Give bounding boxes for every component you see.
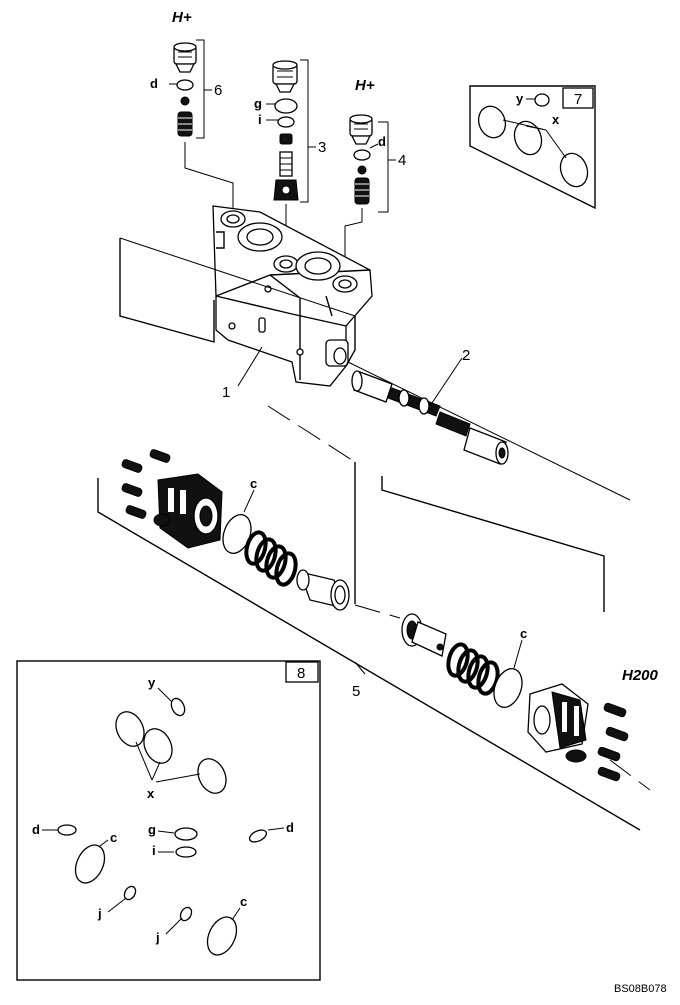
- part-label-j-8-left: j: [97, 906, 102, 921]
- valve-body: 1: [119, 205, 373, 401]
- spool: 2: [347, 347, 631, 501]
- left-spring: [244, 530, 298, 587]
- item-3-parts: g i 3: [254, 59, 326, 264]
- part-label-c-left: c: [250, 476, 257, 491]
- item-6-parts: d 6: [150, 39, 234, 210]
- right-spring: [446, 642, 500, 696]
- hplus-label-right: H+: [355, 77, 375, 94]
- part-label-c-8-left: c: [110, 830, 117, 845]
- part-label-c-8-right: c: [240, 894, 247, 909]
- callout-6: 6: [214, 82, 222, 99]
- part-label-g-top: g: [254, 96, 262, 111]
- reference-code: BS08B078: [614, 983, 667, 995]
- part-label-d-8-left: d: [32, 822, 40, 837]
- part-label-x-7: x: [552, 112, 560, 127]
- part-label-j-8-right: j: [155, 930, 160, 945]
- item-4-parts: d 4: [344, 114, 406, 282]
- part-label-i-top: i: [258, 112, 262, 127]
- callout-5: 5: [352, 683, 360, 700]
- inset-7: 7 y x: [469, 85, 596, 210]
- callout-1: 1: [222, 384, 230, 401]
- left-end-cap: [121, 449, 223, 549]
- h200-label: H200: [622, 667, 659, 684]
- callout-8: 8: [297, 665, 305, 682]
- part-label-d-top: d: [150, 76, 158, 91]
- inset-8: 8 y x d g i d c j j c: [16, 660, 321, 981]
- part-label-d-8-right: d: [286, 820, 294, 835]
- callout-7: 7: [574, 91, 582, 108]
- callout-3: 3: [318, 139, 326, 156]
- part-label-y-8: y: [148, 675, 156, 690]
- part-label-i-8: i: [152, 843, 156, 858]
- part-label-x-8: x: [147, 786, 155, 801]
- part-label-g-8: g: [148, 822, 156, 837]
- right-end-cap: [527, 683, 629, 782]
- callout-4: 4: [398, 152, 406, 169]
- part-label-y-7: y: [516, 91, 524, 106]
- callout-2: 2: [462, 347, 470, 364]
- hplus-label-left: H+: [172, 9, 192, 26]
- part-label-d-right: d: [378, 134, 386, 149]
- part-label-c-right: c: [520, 626, 527, 641]
